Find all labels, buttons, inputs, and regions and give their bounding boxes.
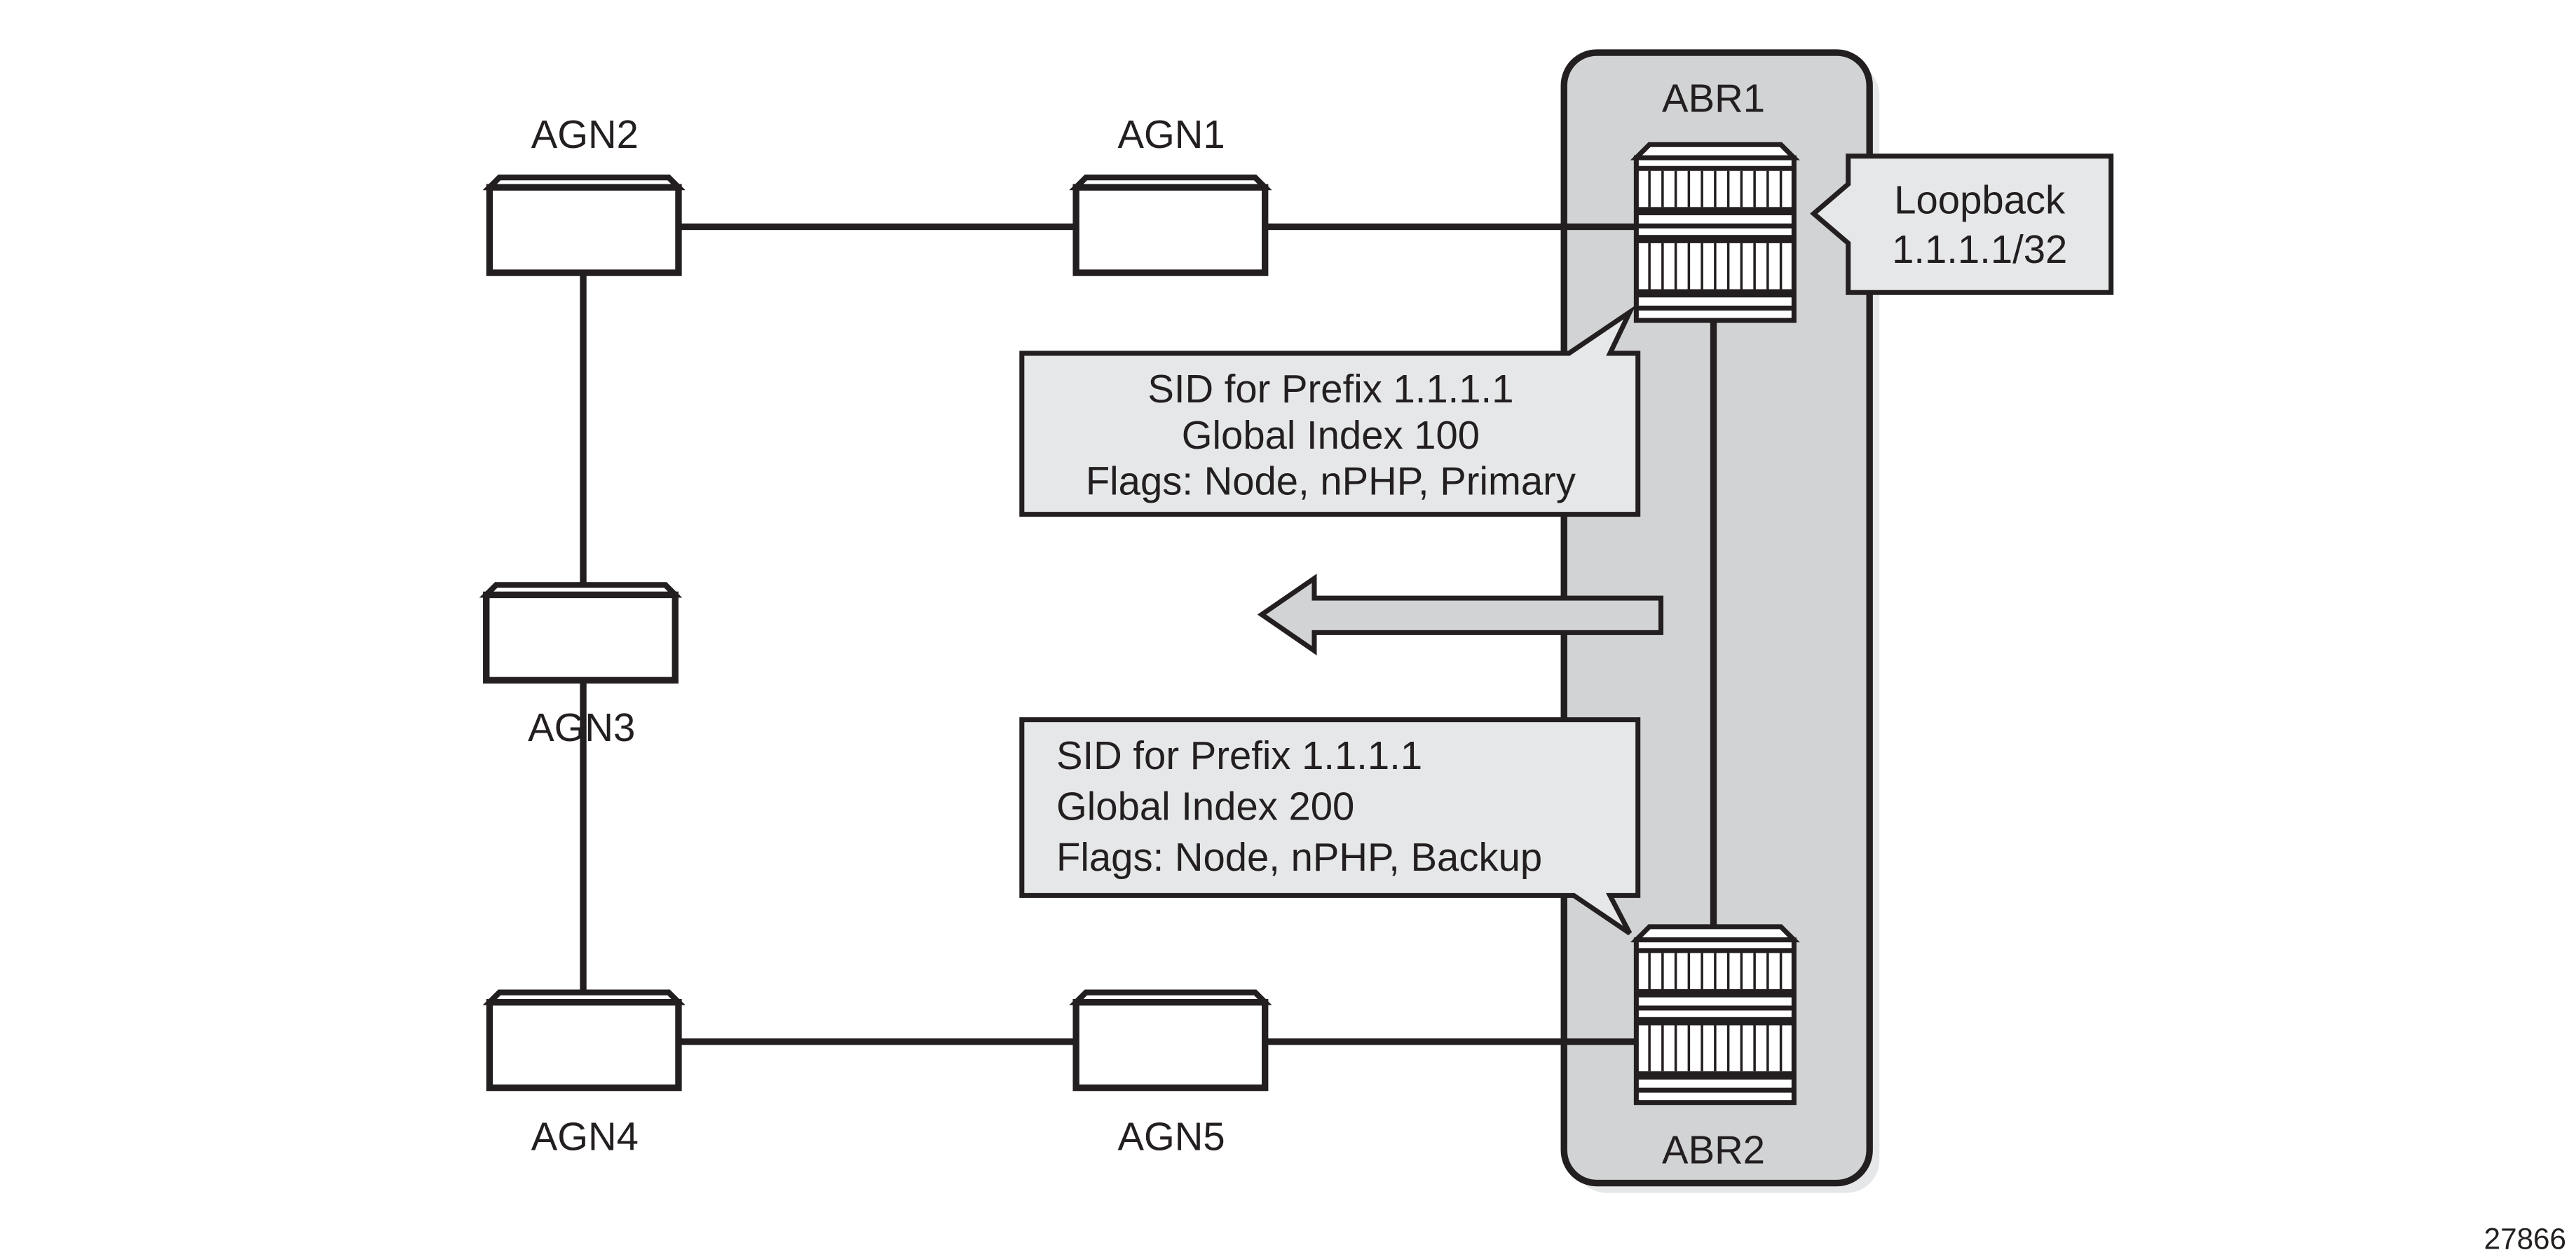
abr2-label: ABR2 — [1662, 1127, 1765, 1171]
agn1-label: AGN1 — [1118, 112, 1225, 156]
links — [580, 223, 1717, 1045]
left-arrow-icon — [1257, 573, 1664, 655]
agn2-node — [489, 177, 679, 273]
abr1-label: ABR1 — [1662, 76, 1765, 120]
primary-sid-line1: SID for Prefix 1.1.1.1 — [1147, 367, 1513, 411]
abr1-router-icon — [1636, 144, 1794, 320]
agn3-label: AGN3 — [528, 705, 635, 749]
agn2-label: AGN2 — [531, 112, 639, 156]
agn3-node — [486, 585, 676, 680]
agn5-node — [1076, 993, 1265, 1088]
primary-sid-line3: Flags: Node, nPHP, Primary — [1086, 458, 1576, 503]
agn4-label: AGN4 — [531, 1115, 639, 1159]
backup-sid-callout — [1019, 717, 1641, 936]
backup-sid-line2: Global Index 200 — [1056, 784, 1354, 829]
primary-sid-line2: Global Index 100 — [1182, 413, 1480, 457]
abr2-router-icon — [1636, 927, 1794, 1103]
loopback-callout — [1810, 154, 2114, 295]
backup-sid-line1: SID for Prefix 1.1.1.1 — [1056, 733, 1422, 777]
loopback-line1: Loopback — [1894, 178, 2066, 222]
agn1-node — [1076, 177, 1265, 273]
backup-sid-line3: Flags: Node, nPHP, Backup — [1056, 835, 1542, 879]
agn4-node — [489, 993, 679, 1088]
figure-id: 27866 — [2484, 1222, 2566, 1255]
primary-sid-callout — [1019, 305, 1641, 517]
loopback-line2: 1.1.1.1/32 — [1892, 227, 2067, 271]
agn5-label: AGN5 — [1118, 1115, 1225, 1159]
